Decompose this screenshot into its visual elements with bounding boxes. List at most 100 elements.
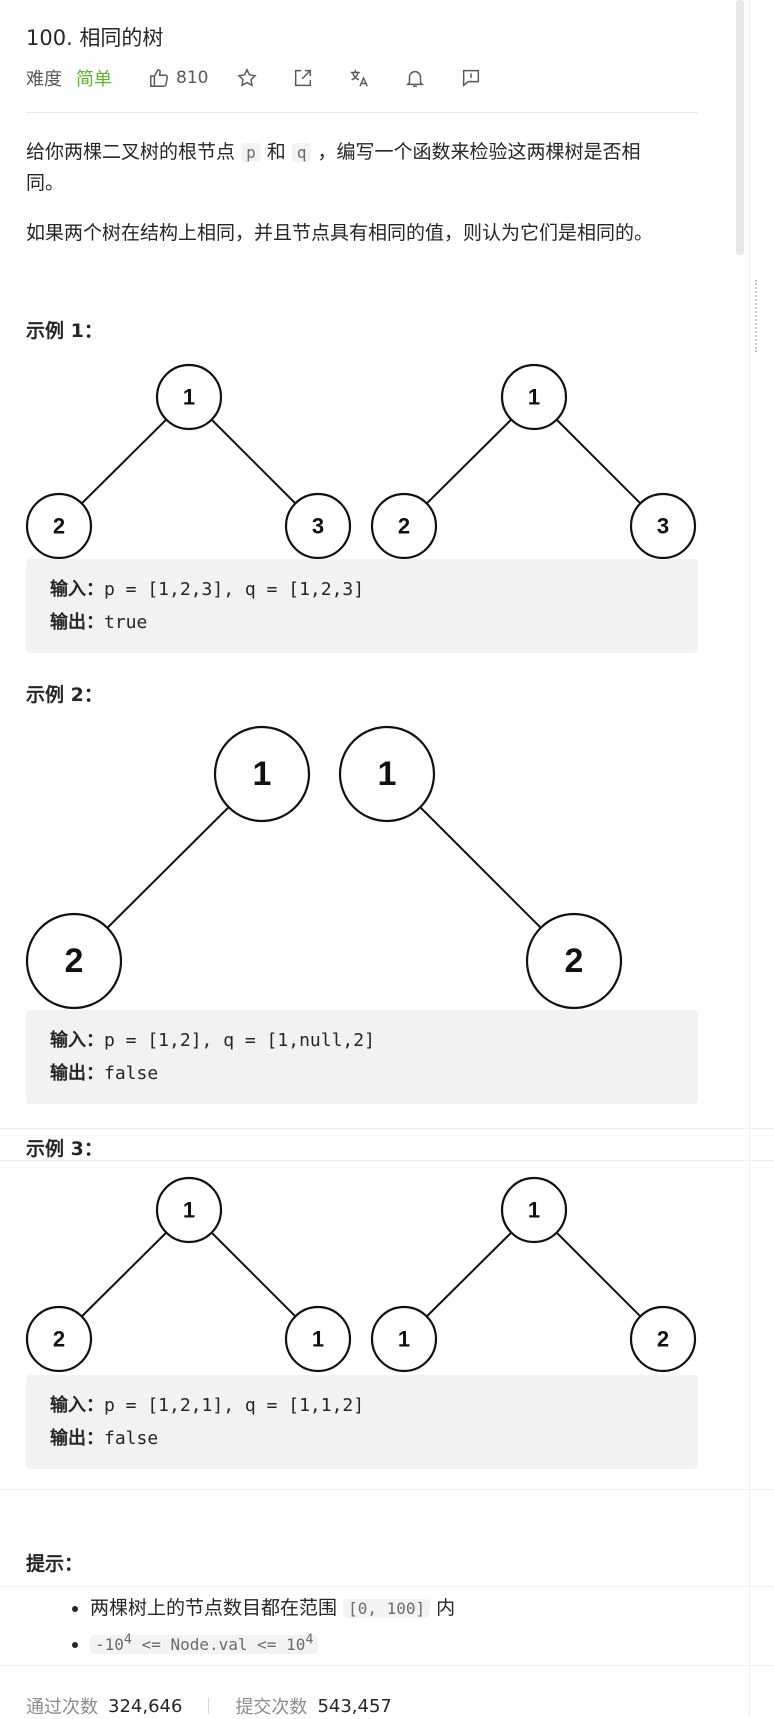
- example-3-code-block: 输入：p = [1,2,1], q = [1,1,2] 输出：false: [26, 1375, 698, 1469]
- hint-exponent: 4: [123, 1633, 132, 1648]
- hint-exponent: 4: [305, 1633, 314, 1648]
- divider-line: [0, 1586, 774, 1587]
- header-divider: [26, 112, 698, 113]
- svg-text:1: 1: [528, 385, 540, 410]
- svg-text:2: 2: [565, 942, 584, 980]
- share-button[interactable]: [292, 67, 314, 89]
- problem-meta-bar: 难度 简单 810: [26, 63, 482, 93]
- problem-title: 100. 相同的树: [26, 26, 164, 50]
- panel-border: [749, 0, 750, 1717]
- submission-stats: 通过次数 324,646 提交次数 543,457: [26, 1693, 392, 1719]
- tree-node: 1: [213, 725, 311, 823]
- divider-line: [0, 1665, 774, 1666]
- bell-icon: [406, 70, 425, 87]
- tree-node: 1: [370, 1305, 438, 1373]
- resize-handle[interactable]: [755, 280, 761, 352]
- svg-text:1: 1: [398, 1327, 410, 1352]
- subscribe-button[interactable]: [404, 67, 426, 89]
- scrollbar-thumb[interactable]: [736, 0, 744, 255]
- tree-node: 1: [155, 1176, 223, 1244]
- hint-code: [0, 100]: [343, 1599, 431, 1618]
- like-count: 810: [176, 68, 209, 88]
- example-2-code-block: 输入：p = [1,2], q = [1,null,2] 输出：false: [26, 1010, 698, 1104]
- tree-node: 1: [338, 725, 436, 823]
- code-q: q: [291, 143, 312, 162]
- code-p: p: [241, 143, 261, 162]
- svg-text:1: 1: [183, 1198, 195, 1223]
- tree-node: 1: [500, 363, 568, 431]
- divider-line: [0, 1160, 774, 1161]
- svg-text:2: 2: [657, 1327, 669, 1352]
- output-label: 输出：: [50, 1063, 104, 1084]
- thumbs-up-icon: [150, 69, 168, 87]
- description-text: 同。: [26, 172, 65, 194]
- svg-text:2: 2: [398, 514, 410, 539]
- hint-item: -104 <= Node.val <= 104: [90, 1625, 455, 1661]
- like-button[interactable]: 810: [148, 67, 208, 89]
- submissions-count: 543,457: [317, 1695, 392, 1717]
- input-label: 输入：: [50, 579, 104, 600]
- example-1-tree-q: 1 2 3: [370, 363, 697, 560]
- hint-code-part: -10: [95, 1635, 124, 1655]
- svg-text:1: 1: [378, 755, 397, 793]
- accepted-count: 324,646: [108, 1695, 183, 1717]
- feedback-button[interactable]: [460, 67, 482, 89]
- hint-code: -104 <= Node.val <= 104: [90, 1633, 319, 1655]
- difficulty-badge: 简单: [76, 69, 112, 90]
- description-paragraph-1: 给你两棵二叉树的根节点 p 和 q ，编写一个函数来检验这两棵树是否相 同。: [26, 137, 706, 199]
- divider-line: [0, 1128, 774, 1129]
- svg-text:3: 3: [312, 514, 324, 539]
- hints-list: 两棵树上的节点数目都在范围 [0, 100] 内 -104 <= Node.va…: [66, 1592, 455, 1661]
- input-value: p = [1,2,3], q = [1,2,3]: [104, 579, 365, 600]
- translate-icon: [351, 69, 369, 87]
- description-paragraph-2: 如果两个树在结构上相同，并且节点具有相同的值，则认为它们是相同的。: [26, 222, 654, 244]
- svg-text:2: 2: [53, 1327, 65, 1352]
- feedback-icon: [463, 69, 480, 87]
- description-text: 给你两棵二叉树的根节点: [26, 141, 236, 163]
- example-2-tree-p: 1 2: [25, 725, 311, 1010]
- svg-text:1: 1: [528, 1198, 540, 1223]
- star-icon: [237, 68, 258, 87]
- hints-heading: 提示：: [26, 1553, 84, 1575]
- input-value: p = [1,2,1], q = [1,1,2]: [104, 1395, 365, 1416]
- share-icon: [295, 69, 312, 87]
- example-2-tree-q: 1 2: [338, 725, 623, 1010]
- tree-node: 2: [370, 492, 438, 560]
- tree-node: 3: [629, 492, 697, 560]
- input-label: 输入：: [50, 1030, 104, 1051]
- tree-node: 2: [25, 912, 123, 1010]
- favorite-button[interactable]: [236, 67, 258, 89]
- example-1-code-block: 输入：p = [1,2,3], q = [1,2,3] 输出：true: [26, 559, 698, 653]
- svg-text:1: 1: [253, 755, 272, 793]
- input-label: 输入：: [50, 1395, 104, 1416]
- example-1-tree-p: 1 2 3: [25, 363, 352, 560]
- example-3-tree-p: 1 2 1: [25, 1176, 352, 1373]
- output-value: true: [104, 612, 148, 633]
- hint-code-part: <= Node.val <= 10: [131, 1635, 306, 1655]
- svg-text:1: 1: [183, 385, 195, 410]
- example-3-tree-q: 1 1 2: [370, 1176, 697, 1373]
- translate-button[interactable]: [348, 67, 370, 89]
- example-2-heading: 示例 2：: [26, 684, 103, 706]
- svg-text:2: 2: [65, 942, 84, 980]
- output-value: false: [104, 1063, 159, 1084]
- divider-line: [0, 1489, 774, 1490]
- output-value: false: [104, 1428, 159, 1449]
- hint-text: 内: [436, 1597, 456, 1619]
- tree-node: 1: [155, 363, 223, 431]
- svg-text:1: 1: [312, 1327, 324, 1352]
- example-1-heading: 示例 1：: [26, 320, 103, 342]
- tree-node: 2: [25, 492, 93, 560]
- tree-node: 1: [284, 1305, 352, 1373]
- output-label: 输出：: [50, 612, 104, 633]
- svg-text:3: 3: [657, 514, 669, 539]
- description-text: ，编写一个函数来检验这两棵树是否相: [317, 141, 641, 163]
- stats-divider: [208, 1698, 210, 1714]
- hint-item: 两棵树上的节点数目都在范围 [0, 100] 内: [90, 1592, 455, 1625]
- output-label: 输出：: [50, 1428, 104, 1449]
- accepted-label: 通过次数: [26, 1697, 98, 1718]
- submissions-label: 提交次数: [235, 1697, 308, 1718]
- tree-node: 2: [629, 1305, 697, 1373]
- tree-node: 2: [25, 1305, 93, 1373]
